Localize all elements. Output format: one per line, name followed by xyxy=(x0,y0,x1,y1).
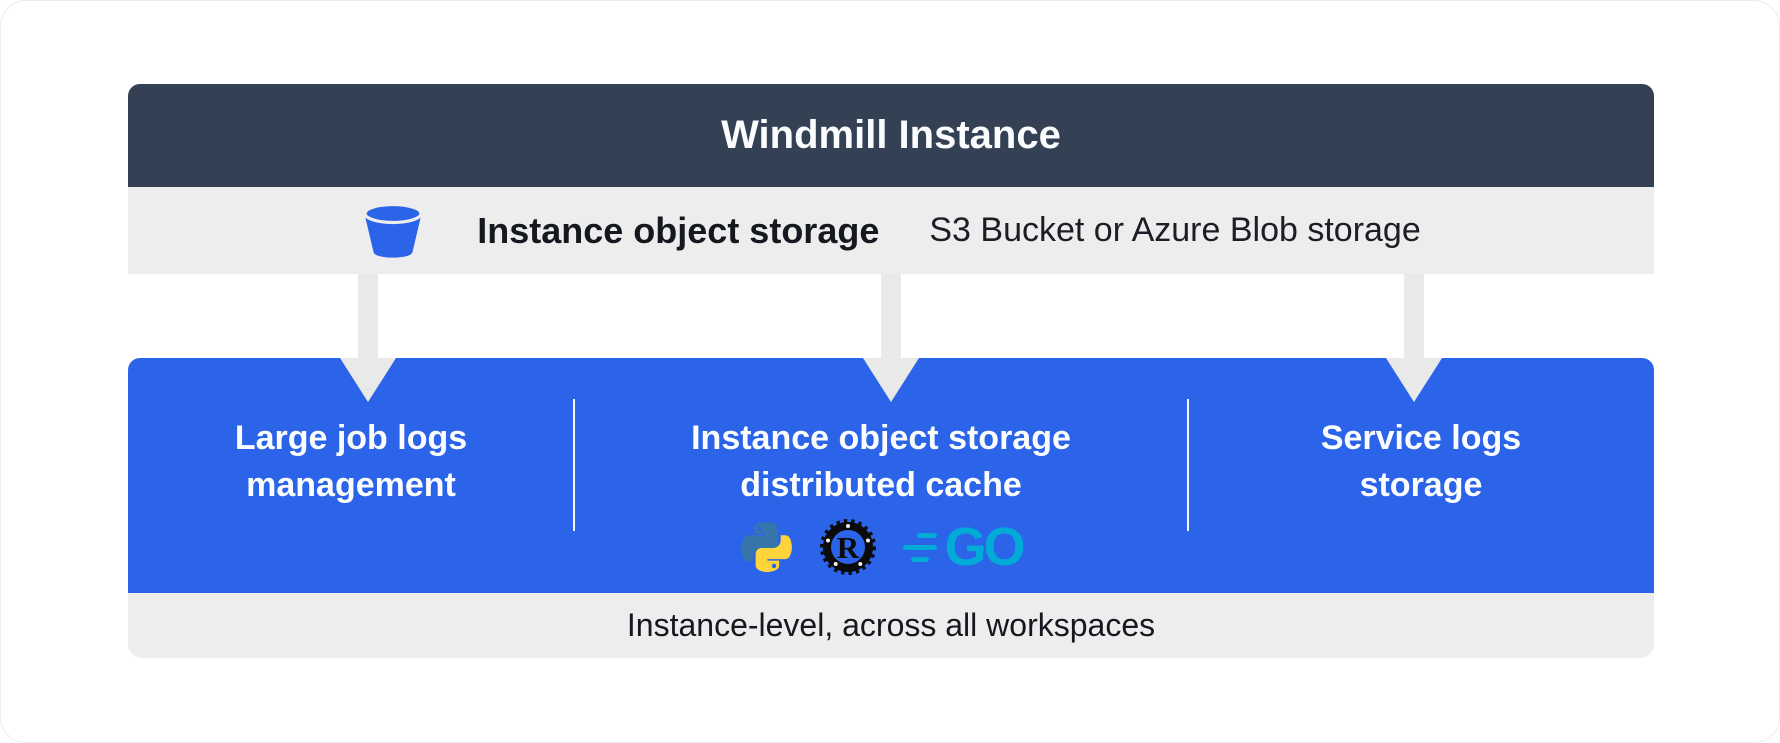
feature-large-job-logs: Large job logs management xyxy=(128,358,574,593)
feature-label-line: Service logs xyxy=(1320,419,1522,457)
instance-object-storage-bar: Instance object storage S3 Bucket or Azu… xyxy=(128,187,1654,274)
feature-label-line: distributed cache xyxy=(740,466,1022,504)
svg-text:R: R xyxy=(837,530,860,565)
feature-label-line: storage xyxy=(1359,466,1483,504)
footer-label: Instance-level, across all workspaces xyxy=(626,607,1156,643)
python-icon xyxy=(739,520,793,574)
bucket-icon xyxy=(361,201,425,265)
instance-level-footer: Instance-level, across all workspaces xyxy=(128,593,1654,658)
page-title: Windmill Instance xyxy=(721,113,1061,157)
language-logos-row: R GO xyxy=(574,518,1188,576)
go-icon: GO xyxy=(903,517,1026,577)
storage-bar-title: Instance object storage xyxy=(477,209,880,251)
windmill-instance-header: Windmill Instance xyxy=(128,84,1654,187)
section-divider xyxy=(1187,399,1189,531)
section-divider xyxy=(573,399,575,531)
storage-bar-subtitle: S3 Bucket or Azure Blob storage xyxy=(929,211,1421,249)
feature-label-line: management xyxy=(246,466,456,504)
diagram-body: Windmill Instance Instance object storag… xyxy=(128,84,1654,658)
go-logo-text: GO xyxy=(944,517,1025,577)
feature-label-line: Large job logs xyxy=(234,419,468,457)
feature-service-logs: Service logs storage xyxy=(1188,358,1654,593)
rust-icon: R xyxy=(819,518,877,576)
feature-distributed-cache: Instance object storage distributed cach… xyxy=(574,358,1188,593)
feature-label-line: Instance object storage xyxy=(691,419,1071,457)
